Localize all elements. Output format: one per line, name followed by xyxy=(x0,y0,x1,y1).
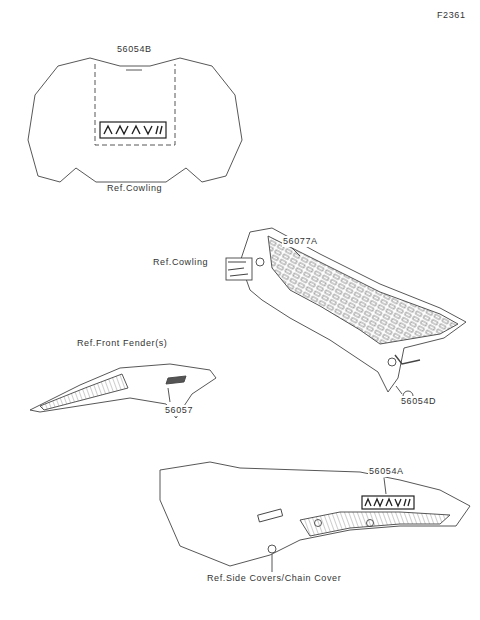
part-label: Ref.Cowling xyxy=(106,183,163,194)
part-label: 56054A xyxy=(368,466,405,477)
part-label: 56057 xyxy=(164,405,194,416)
part-label: F2361 xyxy=(436,10,467,21)
part-label: Ref.Front Fender(s) xyxy=(76,338,168,349)
part-label: 56054B xyxy=(116,44,153,55)
part-label: Ref.Side Covers/Chain Cover xyxy=(206,573,342,584)
part-label: Ref.Cowling xyxy=(152,257,209,268)
part-label: 56054D xyxy=(400,396,437,407)
part-label: 56077A xyxy=(282,236,319,247)
